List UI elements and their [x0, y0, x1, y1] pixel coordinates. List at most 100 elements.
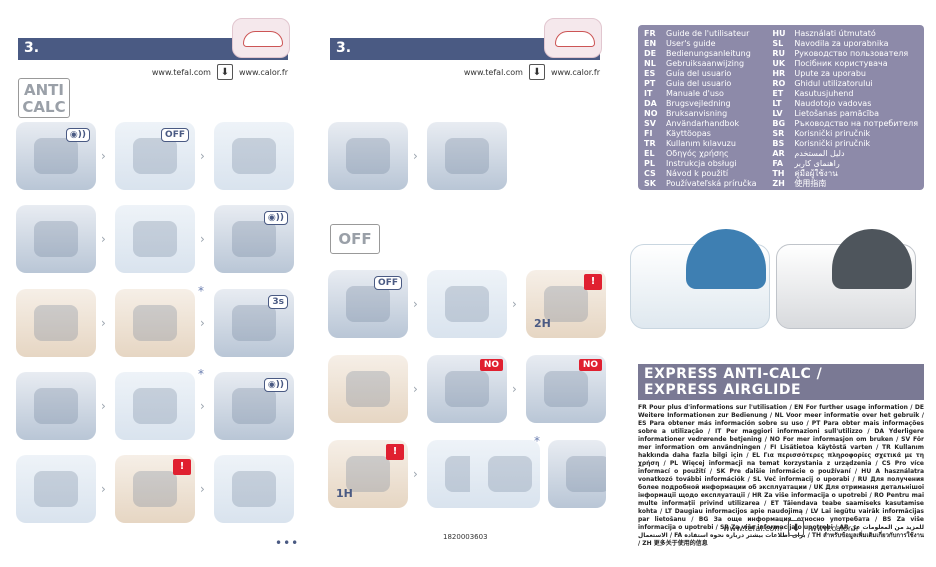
two-hours-label: 2H [534, 317, 551, 330]
instruction-page-2: 3. www.tefal.com ⬇ www.calor.fr › OFF OF… [312, 0, 624, 567]
language-code: HU [772, 29, 786, 38]
step-cell-plug-in [115, 205, 195, 273]
language-title: Руководство пользователя [794, 49, 909, 58]
download-icon: ⬇ [788, 520, 805, 536]
instruction-page-1: 3. www.tefal.com ⬇ www.calor.fr ANTI CAL… [0, 0, 312, 567]
sound-icon: ◉)) [263, 378, 288, 392]
language-title: Korisnički priručnik [794, 129, 871, 138]
tefal-url[interactable]: www.tefal.com [723, 523, 783, 533]
language-code: EL [644, 149, 655, 158]
product-image-white [630, 229, 770, 329]
language-code: SR [772, 129, 785, 138]
title-line-2: EXPRESS AIRGLIDE [644, 382, 802, 398]
language-code: TR [644, 139, 656, 148]
product-title: EXPRESS ANTI-CALC / EXPRESS AIRGLIDE [638, 364, 924, 400]
off-badge: OFF [330, 224, 380, 254]
one-hour-label: 1H [336, 487, 353, 500]
tefal-url[interactable]: www.tefal.com [463, 67, 523, 77]
language-title: Naudotojo vadovas [794, 99, 872, 108]
language-title: Ghidul utilizatorului [794, 79, 873, 88]
section-number: 3. [24, 40, 40, 56]
language-title: Manuale d'uso [666, 89, 724, 98]
language-title: Ръководство на потребителя [794, 119, 918, 128]
language-code: UK [772, 59, 786, 68]
product-image-grey [776, 229, 916, 329]
language-row: FR Guide de l'utilisateur [644, 29, 772, 39]
warning-icon: ! [584, 274, 602, 290]
language-code: LT [772, 99, 782, 108]
step-cell-cartridge-in [427, 122, 507, 190]
asterisk-icon: * [534, 434, 540, 448]
language-title: Gebruiksaanwijzing [666, 59, 745, 68]
info-paragraph: FR Pour plus d'informations sur l'utilis… [638, 404, 925, 547]
language-code: FI [644, 129, 653, 138]
sound-icon: ◉)) [65, 128, 90, 142]
language-code: ET [772, 89, 784, 98]
chevron-right-icon: › [101, 149, 106, 163]
url-row: www.tefal.com ⬇ www.calor.fr [152, 64, 288, 80]
language-code: BG [772, 119, 786, 128]
chevron-right-icon: › [200, 399, 205, 413]
language-code: PT [644, 79, 656, 88]
chevron-right-icon: › [413, 467, 418, 481]
language-title: Käyttöopas [666, 129, 711, 138]
language-code: EN [644, 39, 657, 48]
language-code: AR [772, 149, 785, 158]
step-cell-press-3s: 3s [214, 289, 294, 357]
language-code: CS [644, 169, 656, 178]
calor-url[interactable]: www.calor.fr [810, 523, 860, 533]
chevron-right-icon: › [413, 149, 418, 163]
anti-calc-badge: ANTI CALC [18, 78, 70, 118]
url-row: www.tefal.com ⬇ www.calor.fr [723, 520, 859, 536]
iron-illustration [544, 18, 602, 58]
asterisk-icon: * [198, 367, 204, 381]
chevron-right-icon: › [413, 382, 418, 396]
step-cell-control-panel: ◉)) [16, 122, 96, 190]
language-title: Guide de l'utilisateur [666, 29, 750, 38]
language-code: NO [644, 109, 658, 118]
asterisk-icon: * [198, 284, 204, 298]
language-title: Lietošanas pamācība [794, 109, 880, 118]
language-code: FR [644, 29, 656, 38]
tefal-url[interactable]: www.tefal.com [151, 67, 211, 77]
language-title: 使用指南 [794, 179, 827, 188]
iron-illustration [232, 18, 290, 58]
warning-icon: ! [173, 459, 191, 475]
calor-url[interactable]: www.calor.fr [238, 67, 288, 77]
chevron-right-icon: › [512, 297, 517, 311]
language-title: Instrukcja obsługi [666, 159, 737, 168]
step-cell-steam [16, 372, 96, 440]
section-header-bar: 3. [18, 38, 288, 60]
step-cell-cool-1h: ! 1H [328, 440, 408, 508]
step-cell-no-tap: NO [526, 355, 606, 423]
title-line-1: EXPRESS ANTI-CALC / [644, 366, 823, 382]
language-title: Guía del usuario [666, 69, 732, 78]
warning-icon: ! [386, 444, 404, 460]
step-cell-cool-2h: ! 2H [526, 270, 606, 338]
step-cell-tap [16, 205, 96, 273]
off-label: OFF [161, 128, 189, 142]
language-code: RO [772, 79, 786, 88]
chevron-right-icon: › [413, 297, 418, 311]
calor-url[interactable]: www.calor.fr [550, 67, 600, 77]
chevron-right-icon: › [101, 232, 106, 246]
step-cell-rinse [214, 455, 294, 523]
chevron-right-icon: › [200, 149, 205, 163]
language-code: SV [644, 119, 656, 128]
